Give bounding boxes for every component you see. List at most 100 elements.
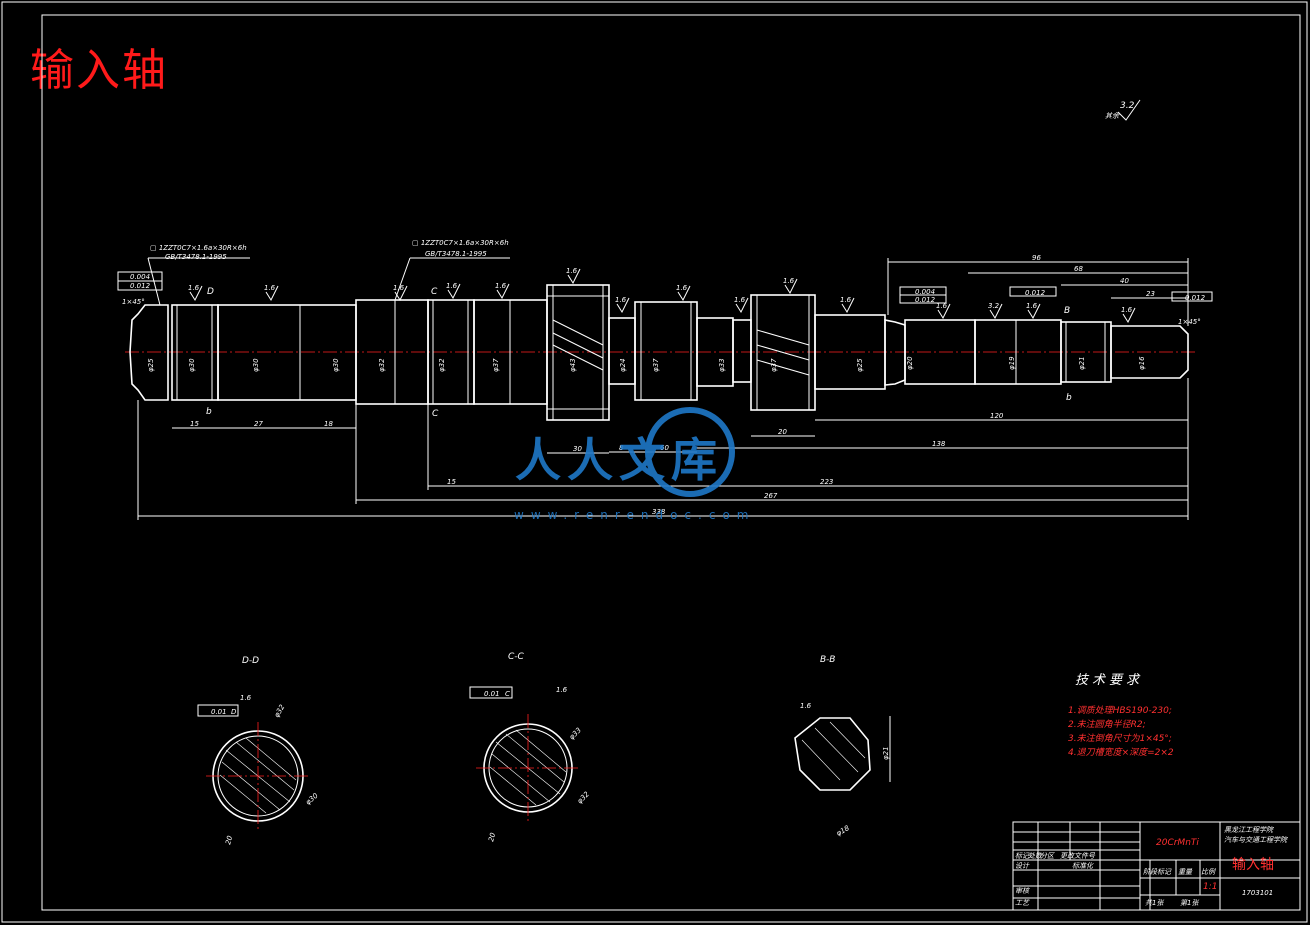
svg-text:223: 223 bbox=[820, 478, 833, 486]
svg-text:设计: 设计 bbox=[1015, 862, 1030, 870]
svg-text:1.6: 1.6 bbox=[188, 284, 200, 292]
svg-text:20: 20 bbox=[778, 428, 787, 436]
svg-text:1.6: 1.6 bbox=[446, 282, 458, 290]
dia-label: φ37 bbox=[770, 358, 778, 372]
svg-text:0.012: 0.012 bbox=[130, 282, 151, 290]
svg-text:第1张: 第1张 bbox=[1180, 899, 1199, 907]
section-cc: C-C 0.01 C 1.6 φ33 φ32 20 bbox=[469, 652, 592, 843]
dia-label: φ25 bbox=[147, 358, 155, 372]
svg-text:1.6: 1.6 bbox=[783, 277, 795, 285]
svg-text:汽车与交通工程学院: 汽车与交通工程学院 bbox=[1224, 836, 1288, 844]
svg-text:120: 120 bbox=[990, 412, 1004, 420]
leader-note-left: ▢ 1ZZT0C7×1.6a×30R×6h GB/T3478.1-1995 bbox=[147, 244, 250, 306]
dia-label: φ21 bbox=[1078, 356, 1086, 370]
svg-text:267: 267 bbox=[764, 492, 778, 500]
shaft-main-view bbox=[125, 284, 1196, 421]
svg-text:GB/T3478.1-1995: GB/T3478.1-1995 bbox=[165, 253, 227, 261]
svg-text:重量: 重量 bbox=[1178, 868, 1193, 876]
svg-text:1:1: 1:1 bbox=[1203, 882, 1217, 892]
svg-text:1.调质处理HBS190-230;: 1.调质处理HBS190-230; bbox=[1068, 705, 1172, 716]
svg-text:1703101: 1703101 bbox=[1242, 889, 1273, 897]
title-block: 20CrMnTi 黑龙江工程学院 汽车与交通工程学院 输入轴 1703101 1… bbox=[1012, 821, 1301, 911]
watermark: 人人文库 www.renrendoc.com bbox=[514, 407, 755, 522]
svg-text:0.01: 0.01 bbox=[211, 708, 227, 716]
svg-text:▢ 1ZZT0C7×1.6a×30R×6h: ▢ 1ZZT0C7×1.6a×30R×6h bbox=[412, 239, 509, 247]
dia-label: φ33 bbox=[718, 358, 726, 372]
svg-text:φ18: φ18 bbox=[835, 824, 851, 838]
svg-text:共1张: 共1张 bbox=[1145, 899, 1164, 907]
svg-text:0.012: 0.012 bbox=[915, 296, 936, 304]
svg-text:2.未注圆角半径R2;: 2.未注圆角半径R2; bbox=[1068, 719, 1146, 730]
svg-text:C-C: C-C bbox=[508, 652, 525, 662]
svg-text:1.6: 1.6 bbox=[615, 296, 627, 304]
svg-text:B: B bbox=[1064, 306, 1070, 316]
svg-text:φ30: φ30 bbox=[304, 791, 320, 806]
dia-label: φ24 bbox=[619, 358, 627, 372]
svg-text:D: D bbox=[207, 287, 214, 297]
svg-text:φ32: φ32 bbox=[273, 703, 287, 719]
svg-text:标记: 标记 bbox=[1015, 852, 1030, 860]
dia-label: φ43 bbox=[569, 358, 577, 372]
svg-text:4.退刀槽宽度×深度=2×2: 4.退刀槽宽度×深度=2×2 bbox=[1068, 747, 1174, 758]
svg-text:1.6: 1.6 bbox=[840, 296, 852, 304]
dia-label: φ30 bbox=[332, 358, 340, 372]
dia-label: φ25 bbox=[856, 358, 864, 372]
svg-text:▢ 1ZZT0C7×1.6a×30R×6h: ▢ 1ZZT0C7×1.6a×30R×6h bbox=[150, 244, 247, 252]
tolerance-frames: 0.004 0.012 1×45° 0.004 0.012 0.012 0.01… bbox=[117, 271, 1213, 326]
dia-label: φ32 bbox=[378, 358, 386, 372]
svg-text:20: 20 bbox=[487, 831, 497, 842]
svg-text:处数: 处数 bbox=[1028, 852, 1043, 860]
svg-text:1.6: 1.6 bbox=[800, 702, 812, 710]
dia-label: φ37 bbox=[492, 358, 500, 372]
svg-text:30: 30 bbox=[573, 445, 582, 453]
svg-text:审核: 审核 bbox=[1015, 887, 1030, 895]
svg-text:1.6: 1.6 bbox=[264, 284, 276, 292]
svg-text:C: C bbox=[432, 409, 439, 419]
svg-text:3.未注倒角尺寸为1×45°;: 3.未注倒角尺寸为1×45°; bbox=[1068, 733, 1172, 744]
diameter-labels: φ25 φ30 φ30 φ30 φ32 φ32 φ37 φ43 φ24 φ37 … bbox=[147, 356, 1146, 372]
svg-text:1.6: 1.6 bbox=[1121, 306, 1133, 314]
svg-text:输入轴: 输入轴 bbox=[1232, 857, 1274, 873]
svg-text:138: 138 bbox=[932, 440, 946, 448]
svg-text:标准化: 标准化 bbox=[1072, 862, 1094, 870]
svg-text:D-D: D-D bbox=[242, 656, 259, 666]
svg-text:60: 60 bbox=[660, 444, 669, 452]
svg-text:1.6: 1.6 bbox=[1026, 302, 1038, 310]
dia-label: φ16 bbox=[1138, 356, 1146, 370]
dia-label: φ32 bbox=[438, 358, 446, 372]
svg-text:φ32: φ32 bbox=[576, 790, 592, 806]
svg-text:技术要求: 技术要求 bbox=[1075, 673, 1143, 688]
svg-text:1.6: 1.6 bbox=[676, 284, 688, 292]
svg-text:20CrMnTi: 20CrMnTi bbox=[1156, 838, 1199, 848]
dimension-lines-top: 96 68 40 23 bbox=[887, 254, 1189, 326]
svg-text:分区: 分区 bbox=[1040, 852, 1055, 860]
svg-text:0.004: 0.004 bbox=[915, 288, 935, 296]
svg-text:23: 23 bbox=[1146, 290, 1155, 298]
dia-label: φ37 bbox=[652, 358, 660, 372]
svg-text:www.renrendoc.com: www.renrendoc.com bbox=[514, 508, 755, 522]
svg-text:D: D bbox=[231, 708, 237, 716]
section-marks: D b C C B b bbox=[206, 287, 1072, 419]
svg-text:0.01: 0.01 bbox=[484, 690, 500, 698]
svg-text:黑龙江工程学院: 黑龙江工程学院 bbox=[1224, 826, 1274, 834]
svg-text:0.012: 0.012 bbox=[1025, 289, 1046, 297]
svg-text:B-B: B-B bbox=[820, 655, 835, 665]
svg-text:1.6: 1.6 bbox=[734, 296, 746, 304]
svg-text:1.6: 1.6 bbox=[556, 686, 568, 694]
svg-text:3.2: 3.2 bbox=[988, 302, 1000, 310]
svg-text:GB/T3478.1-1995: GB/T3478.1-1995 bbox=[425, 250, 487, 258]
svg-text:更改文件号: 更改文件号 bbox=[1060, 852, 1096, 860]
svg-text:b: b bbox=[206, 407, 212, 417]
roughness-note: 其余 3.2 bbox=[1105, 99, 1141, 121]
svg-text:阶段标记: 阶段标记 bbox=[1143, 868, 1172, 876]
svg-text:1.6: 1.6 bbox=[495, 282, 507, 290]
section-bb: B-B φ21 φ18 1.6 bbox=[794, 655, 891, 838]
leader-note-mid: ▢ 1ZZT0C7×1.6a×30R×6h GB/T3478.1-1995 bbox=[394, 239, 510, 301]
technical-requirements: 技术要求 1.调质处理HBS190-230; 2.未注圆角半径R2; 3.未注倒… bbox=[1068, 673, 1174, 758]
svg-text:C: C bbox=[505, 690, 510, 698]
svg-text:15: 15 bbox=[190, 420, 199, 428]
svg-text:18: 18 bbox=[324, 420, 333, 428]
dia-label: φ30 bbox=[188, 358, 196, 372]
svg-text:1.6: 1.6 bbox=[240, 694, 252, 702]
